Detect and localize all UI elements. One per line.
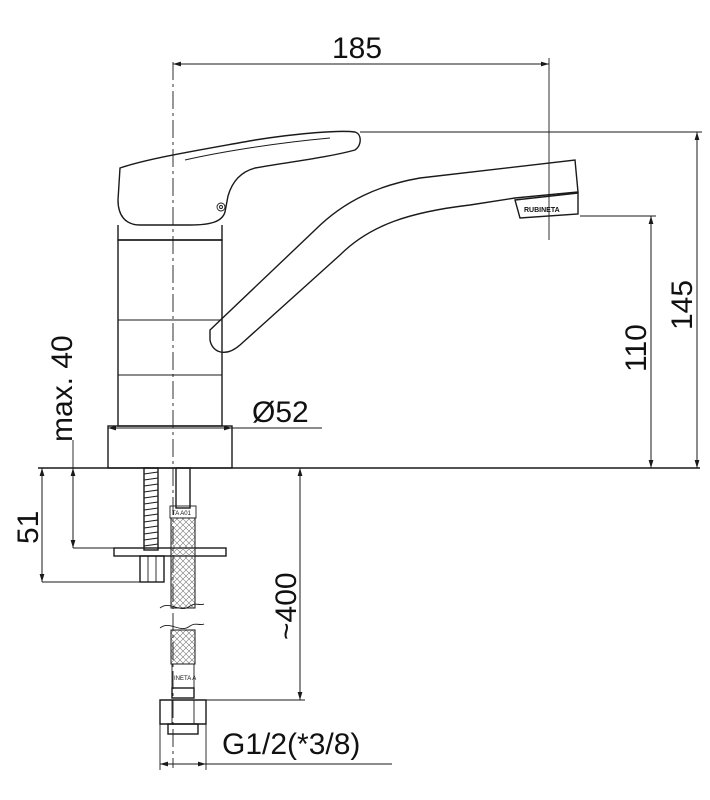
dim-spout-height: 110 <box>580 215 656 468</box>
svg-text:TA A01: TA A01 <box>172 511 192 517</box>
svg-text:110: 110 <box>620 324 653 372</box>
svg-text:max. 40: max. 40 <box>46 335 79 442</box>
faucet-body: RUBINETA <box>38 130 700 469</box>
svg-text:185: 185 <box>332 32 382 65</box>
svg-text:~400: ~400 <box>270 572 303 640</box>
supply-hose: TA A01 INETA A <box>159 467 207 735</box>
dim-hose-length: ~400 <box>206 468 305 701</box>
aerator-brand: RUBINETA <box>524 207 560 214</box>
svg-text:145: 145 <box>666 280 699 330</box>
svg-text:51: 51 <box>12 511 45 544</box>
dim-base-diameter: Ø52 <box>108 396 322 431</box>
dim-mount-depth: 51 <box>12 468 150 583</box>
svg-text:G1/2(*3/8): G1/2(*3/8) <box>222 728 360 761</box>
dim-connection-thread: G1/2(*3/8) <box>159 724 392 770</box>
svg-text:INETA A: INETA A <box>174 676 196 682</box>
mounting-hardware <box>113 467 227 583</box>
svg-text:Ø52: Ø52 <box>252 396 309 429</box>
dim-max-countertop: max. 40 <box>46 335 150 549</box>
dim-spout-reach: 185 <box>173 32 550 240</box>
lever-handle <box>117 130 361 226</box>
mixer-body <box>117 239 223 427</box>
base-flange <box>107 425 233 469</box>
dim-total-height: 145 <box>360 131 702 468</box>
spout <box>209 159 579 353</box>
